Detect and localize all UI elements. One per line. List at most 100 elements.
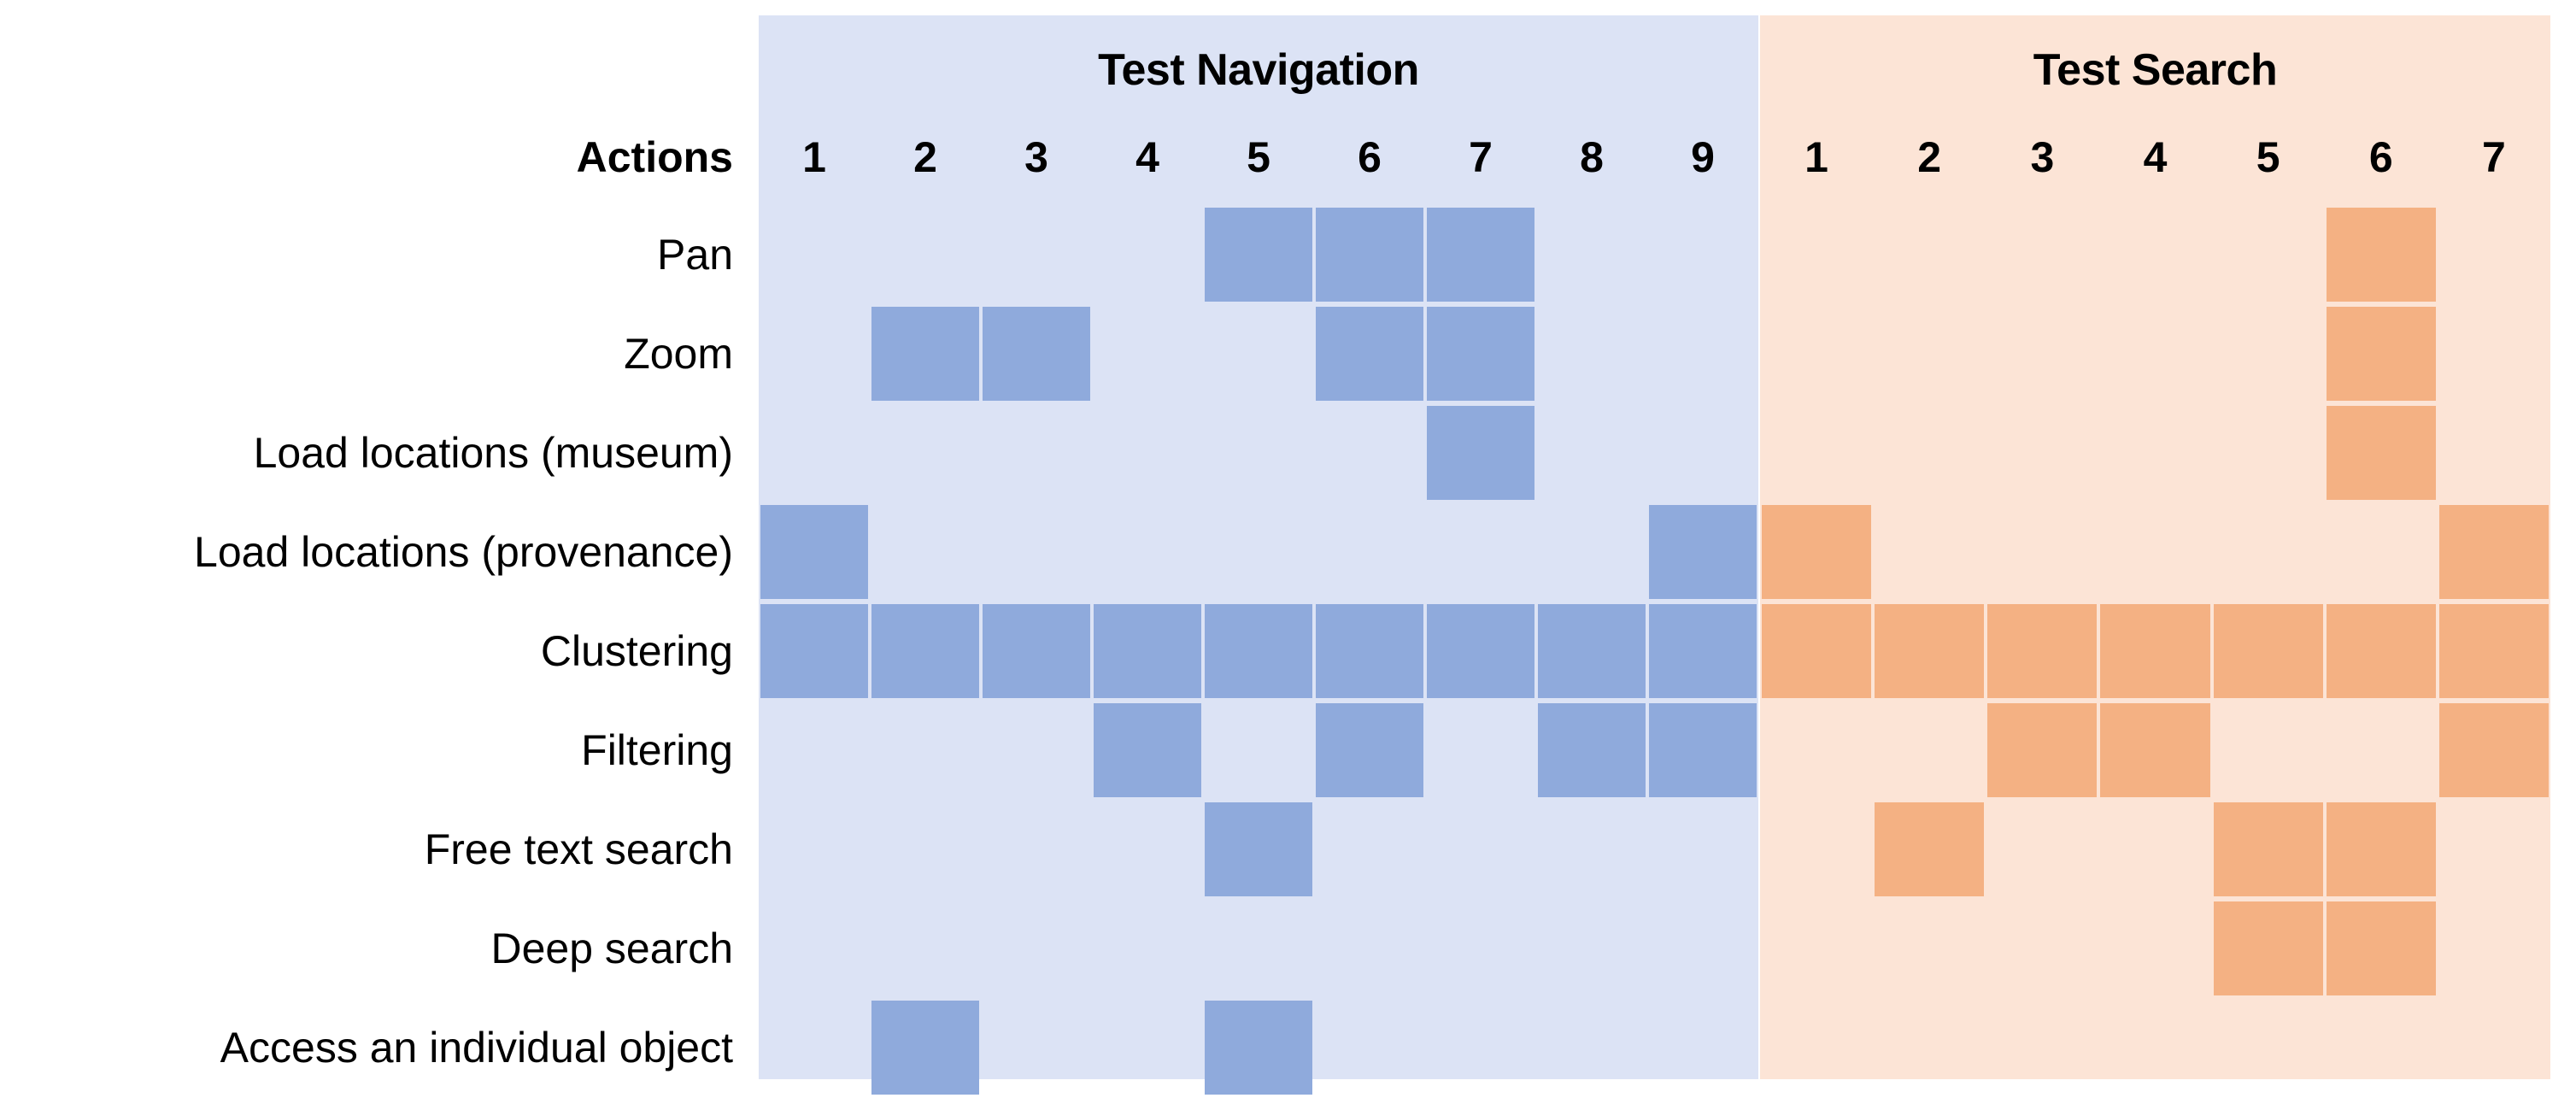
matrix-cell-navigation-r3-c2 (871, 406, 979, 500)
matrix-cell-navigation-r7-c8 (1538, 802, 1646, 896)
matrix-cell-search-r1-c2 (1875, 208, 1984, 302)
matrix-row (759, 602, 1758, 701)
matrix-cell-search-r3-c7 (2439, 406, 2549, 500)
matrix-cell-navigation-r5-c2 (871, 604, 979, 698)
matrix-cell-search-r6-c5 (2214, 703, 2323, 797)
column-header-search-3: 3 (2030, 133, 2055, 181)
matrix-cell-navigation-r6-c1 (760, 703, 868, 797)
matrix-cell-navigation-r9-c4 (1094, 1001, 1201, 1095)
matrix-cell-search-r5-c7 (2438, 604, 2549, 698)
matrix-cell-navigation-r5-c4 (1094, 604, 1201, 698)
matrix-cell-navigation-r3-c7 (1427, 406, 1534, 500)
matrix-cell-navigation-r8-c2 (871, 901, 979, 995)
matrix-cell-navigation-r4-c9 (1649, 505, 1757, 599)
column-header-search-6: 6 (2368, 133, 2393, 181)
matrix-cell-navigation-r3-c4 (1094, 406, 1201, 500)
matrix-row (759, 403, 1758, 502)
matrix-cell-search-r8-c2 (1875, 901, 1984, 995)
matrix-cell-navigation-r6-c3 (983, 703, 1090, 797)
matrix-cell-navigation-r5-c8 (1538, 604, 1646, 698)
matrix-cell-navigation-r5-c1 (760, 604, 868, 698)
matrix-cell-navigation-r2-c2 (871, 307, 979, 401)
matrix-cell-navigation-r3-c8 (1538, 406, 1646, 500)
matrix-cell-navigation-r2-c3 (983, 307, 1090, 401)
column-header-search-5: 5 (2256, 133, 2280, 181)
matrix-cell-search-r3-c4 (2100, 406, 2209, 500)
matrix-row (759, 205, 1758, 304)
matrix-cell-search-r3-c1 (1762, 406, 1871, 500)
matrix-cell-navigation-r8-c1 (760, 901, 868, 995)
matrix-row (759, 701, 1758, 800)
cell-grid-navigation (759, 205, 1758, 1097)
matrix-cell-navigation-r9-c7 (1427, 1001, 1534, 1095)
matrix-cell-search-r2-c1 (1762, 307, 1871, 401)
column-header-navigation-7: 7 (1469, 133, 1493, 181)
matrix-cell-navigation-r3-c1 (760, 406, 868, 500)
matrix-cell-navigation-r2-c1 (760, 307, 868, 401)
matrix-row (1760, 502, 2550, 602)
matrix-cell-search-r5-c2 (1875, 604, 1985, 698)
matrix-cell-navigation-r8-c7 (1427, 901, 1534, 995)
matrix-cell-search-r2-c6 (2326, 307, 2436, 401)
matrix-cell-navigation-r2-c9 (1649, 307, 1757, 401)
matrix-cell-navigation-r7-c1 (760, 802, 868, 896)
matrix-cell-search-r2-c2 (1875, 307, 1984, 401)
matrix-cell-navigation-r7-c9 (1649, 802, 1757, 896)
matrix-cell-search-r2-c3 (1987, 307, 2097, 401)
matrix-row (1760, 205, 2550, 304)
matrix-cell-search-r4-c6 (2327, 505, 2436, 599)
matrix-cell-search-r7-c4 (2100, 802, 2209, 896)
matrix-cell-search-r2-c5 (2214, 307, 2323, 401)
cell-grid-search (1760, 205, 2550, 1097)
matrix-cell-navigation-r9-c6 (1316, 1001, 1423, 1095)
matrix-cell-navigation-r9-c3 (983, 1001, 1090, 1095)
matrix-cell-navigation-r8-c8 (1538, 901, 1646, 995)
matrix-cell-search-r6-c4 (2100, 703, 2210, 797)
matrix-cell-navigation-r8-c9 (1649, 901, 1757, 995)
matrix-cell-navigation-r3-c5 (1205, 406, 1312, 500)
matrix-cell-search-r6-c2 (1875, 703, 1984, 797)
row-label: Access an individual object (220, 1024, 733, 1072)
matrix-cell-search-r5-c5 (2213, 604, 2323, 698)
actions-header-label: Actions (576, 133, 733, 181)
matrix-cell-search-r3-c5 (2214, 406, 2323, 500)
matrix-cell-navigation-r3-c9 (1649, 406, 1757, 500)
matrix-cell-navigation-r9-c2 (871, 1001, 979, 1095)
matrix-row (1760, 701, 2550, 800)
row-label: Deep search (490, 925, 734, 972)
matrix-cell-search-r7-c6 (2326, 802, 2436, 896)
matrix-cell-search-r6-c1 (1762, 703, 1871, 797)
matrix-cell-search-r8-c3 (1987, 901, 2097, 995)
matrix-cell-navigation-r1-c3 (983, 208, 1090, 302)
matrix-cell-navigation-r4-c4 (1094, 505, 1201, 599)
matrix-cell-search-r3-c6 (2326, 406, 2436, 500)
matrix-cell-navigation-r6-c5 (1205, 703, 1312, 797)
matrix-cell-navigation-r7-c6 (1316, 802, 1423, 896)
test-search-title-wrap: Test Search (1760, 15, 2550, 1079)
row-label: Free text search (424, 825, 733, 873)
matrix-cell-search-r4-c2 (1875, 505, 1984, 599)
row-label: Load locations (provenance) (194, 528, 733, 576)
matrix-cell-navigation-r5-c3 (983, 604, 1090, 698)
matrix-row (759, 304, 1758, 403)
matrix-cell-search-r9-c6 (2327, 1001, 2436, 1095)
matrix-row (1760, 998, 2550, 1097)
matrix-cell-navigation-r8-c6 (1316, 901, 1423, 995)
matrix-cell-search-r9-c3 (1987, 1001, 2097, 1095)
matrix-cell-search-r5-c1 (1762, 604, 1872, 698)
matrix-cell-navigation-r2-c6 (1316, 307, 1423, 401)
matrix-cell-search-r9-c5 (2214, 1001, 2323, 1095)
test-navigation-title-wrap: Test Navigation (759, 15, 1758, 1079)
column-header-navigation-4: 4 (1135, 133, 1159, 181)
matrix-cell-search-r5-c3 (1987, 604, 2098, 698)
matrix-cell-navigation-r6-c7 (1427, 703, 1534, 797)
matrix-cell-navigation-r8-c4 (1094, 901, 1201, 995)
matrix-row (759, 899, 1758, 998)
matrix-cell-search-r7-c2 (1875, 802, 1985, 896)
matrix-cell-search-r6-c6 (2327, 703, 2436, 797)
column-header-navigation-6: 6 (1358, 133, 1382, 181)
matrix-cell-navigation-r8-c3 (983, 901, 1090, 995)
row-label: Zoom (624, 330, 733, 378)
column-header-navigation-9: 9 (1691, 133, 1715, 181)
matrix-cell-search-r1-c1 (1762, 208, 1871, 302)
